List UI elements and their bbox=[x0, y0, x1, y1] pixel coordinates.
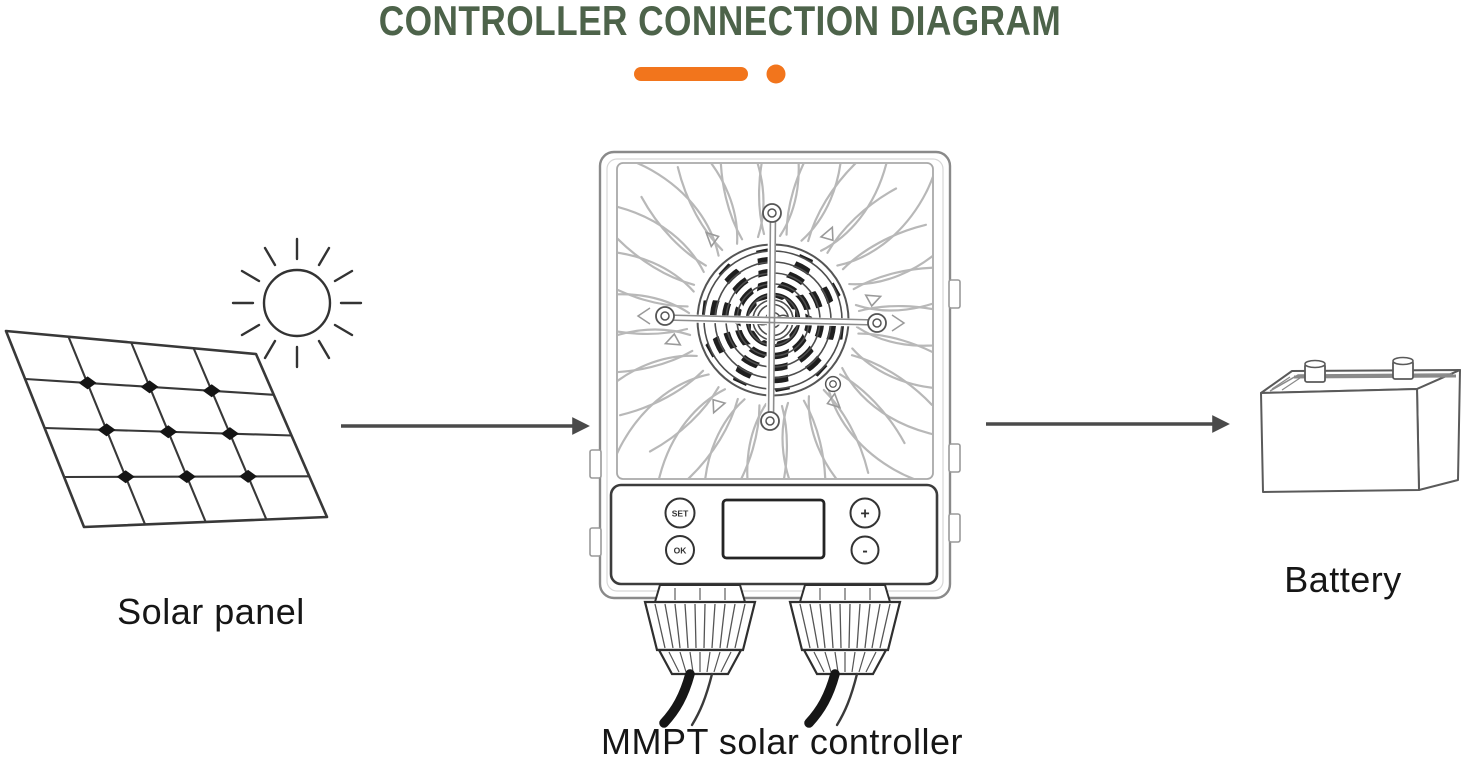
fan-screws bbox=[636, 203, 906, 431]
mppt-controller-drawing: SET OK + - bbox=[589, 150, 961, 725]
controller-label: MMPT solar controller bbox=[601, 721, 963, 762]
lcd-display bbox=[721, 498, 826, 560]
mounting-tabs bbox=[589, 279, 961, 557]
title-divider bbox=[634, 64, 786, 84]
solar-panel-drawing bbox=[4, 329, 329, 529]
battery-label: Battery bbox=[1284, 559, 1402, 600]
minus-button[interactable]: - bbox=[850, 535, 880, 565]
diagram-title: CONTROLLER CONNECTION DIAGRAM bbox=[378, 0, 1062, 44]
battery-drawing bbox=[1260, 356, 1461, 493]
cable-gland-left bbox=[645, 585, 755, 725]
battery-terminals bbox=[1304, 356, 1414, 383]
panel-junction-dots bbox=[78, 376, 258, 484]
plus-button[interactable]: + bbox=[849, 497, 881, 529]
sun-icon bbox=[231, 237, 363, 369]
cable-gland-right bbox=[790, 585, 900, 725]
controller-control-panel: SET OK + - bbox=[609, 483, 939, 586]
battery-side-face bbox=[1416, 369, 1461, 491]
solar-panel-label: Solar panel bbox=[117, 591, 305, 632]
plus-button-label: + bbox=[860, 506, 869, 523]
fan-grille-spokes bbox=[664, 213, 878, 421]
ok-button-label: OK bbox=[674, 546, 688, 556]
set-button-label: SET bbox=[672, 509, 689, 519]
set-button[interactable]: SET bbox=[664, 497, 696, 529]
battery-front-face bbox=[1260, 388, 1420, 493]
ok-button[interactable]: OK bbox=[665, 535, 695, 565]
minus-button-label: - bbox=[862, 543, 867, 560]
heatsink-frame bbox=[616, 162, 934, 480]
divider-bar bbox=[634, 67, 748, 81]
divider-dot bbox=[766, 64, 786, 84]
